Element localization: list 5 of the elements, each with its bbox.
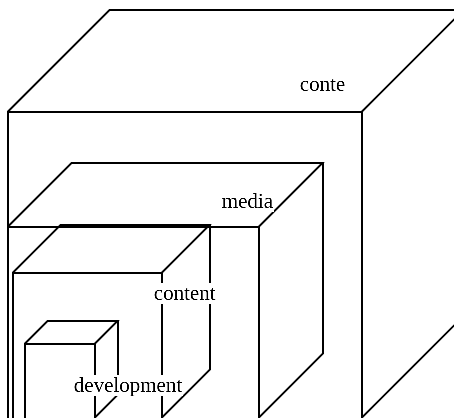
cube-label: content (153, 283, 217, 304)
cube (8, 10, 454, 418)
cube-label: media (221, 191, 274, 212)
cube-label: development (73, 375, 184, 396)
cube (8, 163, 323, 418)
